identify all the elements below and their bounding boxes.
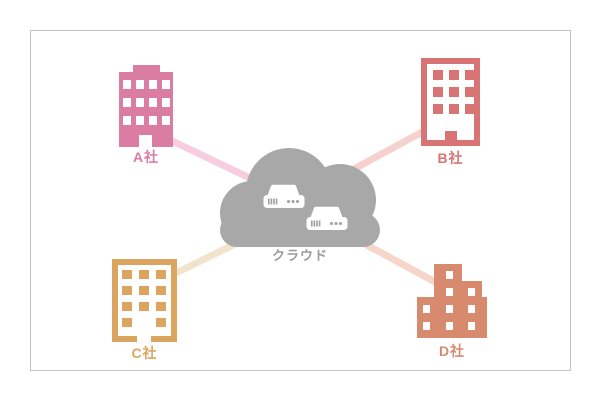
window (136, 98, 144, 107)
window (156, 286, 166, 295)
window (139, 270, 149, 279)
window (156, 270, 166, 279)
company-c-label: C社 (131, 345, 158, 361)
window (433, 70, 443, 80)
building-a-roof (133, 65, 160, 73)
window (449, 104, 459, 114)
building-c-door (137, 316, 151, 342)
window (423, 305, 430, 313)
window (139, 302, 149, 311)
window (423, 322, 430, 330)
window (123, 80, 131, 89)
window (433, 87, 443, 97)
window (156, 318, 166, 327)
window (123, 98, 131, 107)
server-icon (263, 184, 305, 208)
window (162, 98, 170, 107)
window (123, 116, 131, 125)
window (149, 116, 157, 125)
building-d-base (417, 297, 487, 338)
building-b-windows (433, 70, 475, 114)
window (122, 318, 132, 327)
window (162, 116, 170, 125)
building-a-door (139, 135, 152, 147)
window (162, 80, 170, 89)
window (446, 322, 453, 330)
window (449, 87, 459, 97)
building-c-windows (122, 270, 166, 327)
window (122, 286, 132, 295)
company-b-label: B社 (437, 150, 464, 166)
window (433, 104, 443, 114)
window (136, 116, 144, 125)
window (149, 80, 157, 89)
building-b-door (445, 131, 457, 146)
window (468, 288, 475, 296)
window (449, 70, 459, 80)
window (446, 288, 453, 296)
window (122, 270, 132, 279)
building-a-windows (123, 80, 170, 125)
window (136, 80, 144, 89)
cloud-label: クラウド (271, 248, 328, 263)
server-icon (306, 206, 348, 230)
company-d-label: D社 (438, 343, 466, 359)
window (465, 70, 475, 80)
window (446, 271, 453, 279)
window (468, 305, 475, 313)
window (465, 87, 475, 97)
window (465, 104, 475, 114)
window (156, 302, 166, 311)
company-a-label: A社 (132, 149, 160, 165)
window (122, 302, 132, 311)
window (139, 286, 149, 295)
window (149, 98, 157, 107)
window (446, 305, 453, 313)
diagram-border (30, 30, 571, 371)
window (468, 322, 475, 330)
